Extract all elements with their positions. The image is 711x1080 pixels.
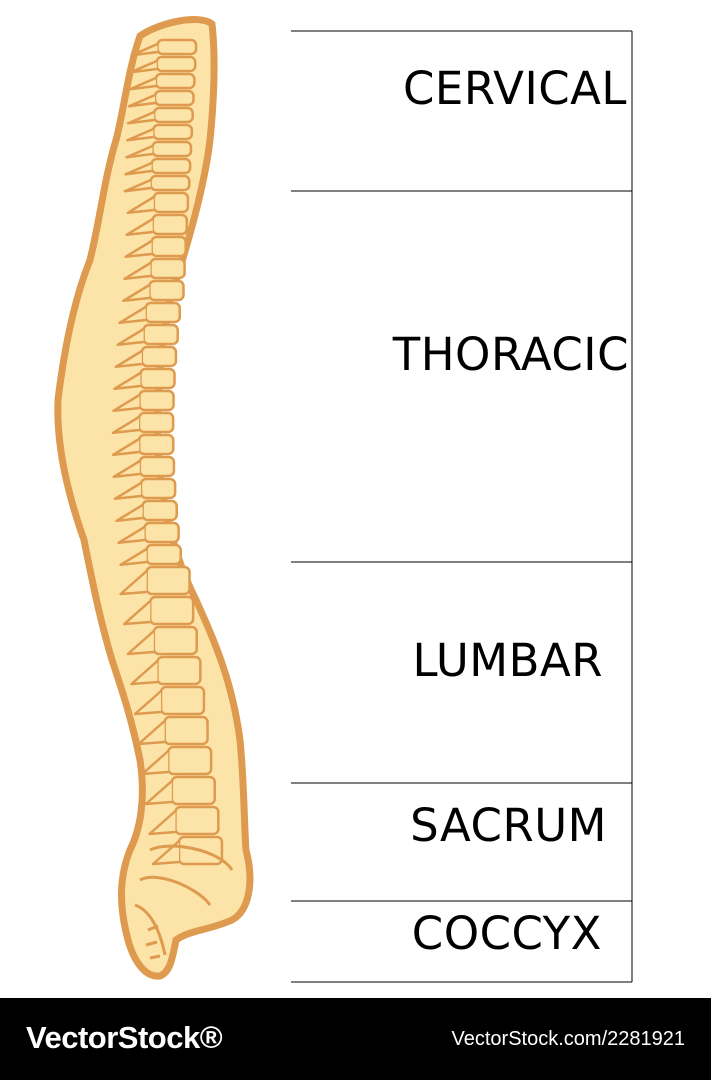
- label-sacrum: SACRUM: [410, 799, 607, 852]
- spinous-process-15: [118, 305, 147, 325]
- spinous-process-28: [122, 600, 152, 626]
- spinous-process-16: [116, 327, 145, 347]
- vertebra-19: [138, 389, 175, 412]
- vertebra-7: [151, 140, 193, 158]
- vertebra-21: [137, 433, 175, 456]
- vertebra-34: [170, 775, 216, 806]
- vertebra-31: [159, 685, 206, 716]
- sacrum-coccyx-detail: [134, 844, 234, 960]
- coccyx-segments: [145, 924, 161, 960]
- vertebra-28: [148, 595, 195, 626]
- vertebra-8: [150, 157, 192, 175]
- spinous-process-23: [113, 481, 142, 501]
- spinous-process-29: [126, 630, 155, 656]
- vertebra-11: [151, 213, 189, 236]
- spinous-process-9: [123, 178, 152, 193]
- vertebra-18: [139, 367, 176, 390]
- vertebra-30: [156, 655, 202, 686]
- spinous-process-34: [144, 780, 173, 806]
- spine-illustration: [0, 0, 711, 1000]
- spinous-process-33: [140, 750, 170, 776]
- label-coccyx: COCCYX: [411, 907, 602, 960]
- spinous-process-5: [126, 110, 155, 125]
- spinous-process-25: [117, 525, 146, 545]
- spinous-process-10: [126, 195, 155, 215]
- vertebra-2: [155, 55, 197, 73]
- spinous-process-22: [112, 459, 141, 479]
- spinous-process-30: [130, 660, 159, 686]
- watermark-url: VectorStock.com/2281921: [451, 1028, 685, 1050]
- vertebra-6: [152, 123, 194, 141]
- spinous-process-32: [137, 720, 166, 746]
- spinous-process-26: [119, 547, 148, 567]
- spinous-process-6: [126, 127, 154, 142]
- vertebra-12: [150, 235, 187, 258]
- spinous-process-19: [112, 393, 141, 413]
- spinous-process-24: [115, 503, 144, 523]
- vertebra-32: [163, 715, 209, 746]
- vertebra-23: [139, 477, 177, 500]
- spinous-process-11: [125, 217, 154, 237]
- spinous-process-13: [123, 261, 152, 281]
- vertebra-20: [137, 411, 175, 434]
- vertebra-26: [145, 543, 182, 566]
- watermark-brand-logo: VectorStock®: [26, 1020, 223, 1055]
- vertebra-5: [152, 106, 194, 124]
- spinous-process-27: [119, 570, 148, 596]
- spinous-process-20: [111, 415, 140, 435]
- spinous-process-4: [127, 93, 156, 108]
- vertebra-16: [142, 323, 179, 346]
- spinous-process-35: [148, 810, 177, 836]
- vertebra-22: [138, 455, 176, 478]
- vertebra-9: [149, 174, 191, 192]
- vertebra-10: [152, 191, 190, 214]
- spinous-process-14: [122, 283, 151, 303]
- spinous-process-18: [113, 371, 142, 391]
- label-thoracic: THORACIC: [392, 328, 629, 381]
- vertebra-4: [153, 89, 195, 107]
- spinous-process-2: [129, 59, 158, 74]
- spinous-process-12: [124, 239, 153, 259]
- spinous-process-1: [130, 42, 159, 57]
- vertebra-29: [152, 625, 198, 656]
- vertebra-25: [143, 521, 180, 544]
- label-lumbar: LUMBAR: [412, 634, 603, 687]
- vertebra-14: [148, 279, 185, 302]
- vertebra-17: [140, 345, 178, 368]
- watermark-bar: VectorStock® VectorStock.com/2281921: [0, 998, 711, 1080]
- vertebra-33: [166, 745, 213, 776]
- vertebra-13: [149, 257, 186, 280]
- spinous-process-21: [111, 437, 140, 457]
- spinous-process-17: [114, 349, 143, 369]
- vertebra-24: [141, 499, 178, 522]
- vertebra-27: [145, 565, 191, 596]
- spinous-process-3: [128, 76, 157, 91]
- vertebra-1: [156, 38, 198, 56]
- label-cervical: CERVICAL: [403, 62, 627, 115]
- vertebra-15: [144, 301, 182, 324]
- sacrum-contour: [134, 844, 234, 956]
- spinous-process-7: [125, 144, 153, 159]
- spinous-process-31: [133, 690, 162, 716]
- vertebra-35: [174, 805, 220, 836]
- spinous-process-8: [124, 161, 153, 176]
- vertebra-3: [154, 72, 196, 90]
